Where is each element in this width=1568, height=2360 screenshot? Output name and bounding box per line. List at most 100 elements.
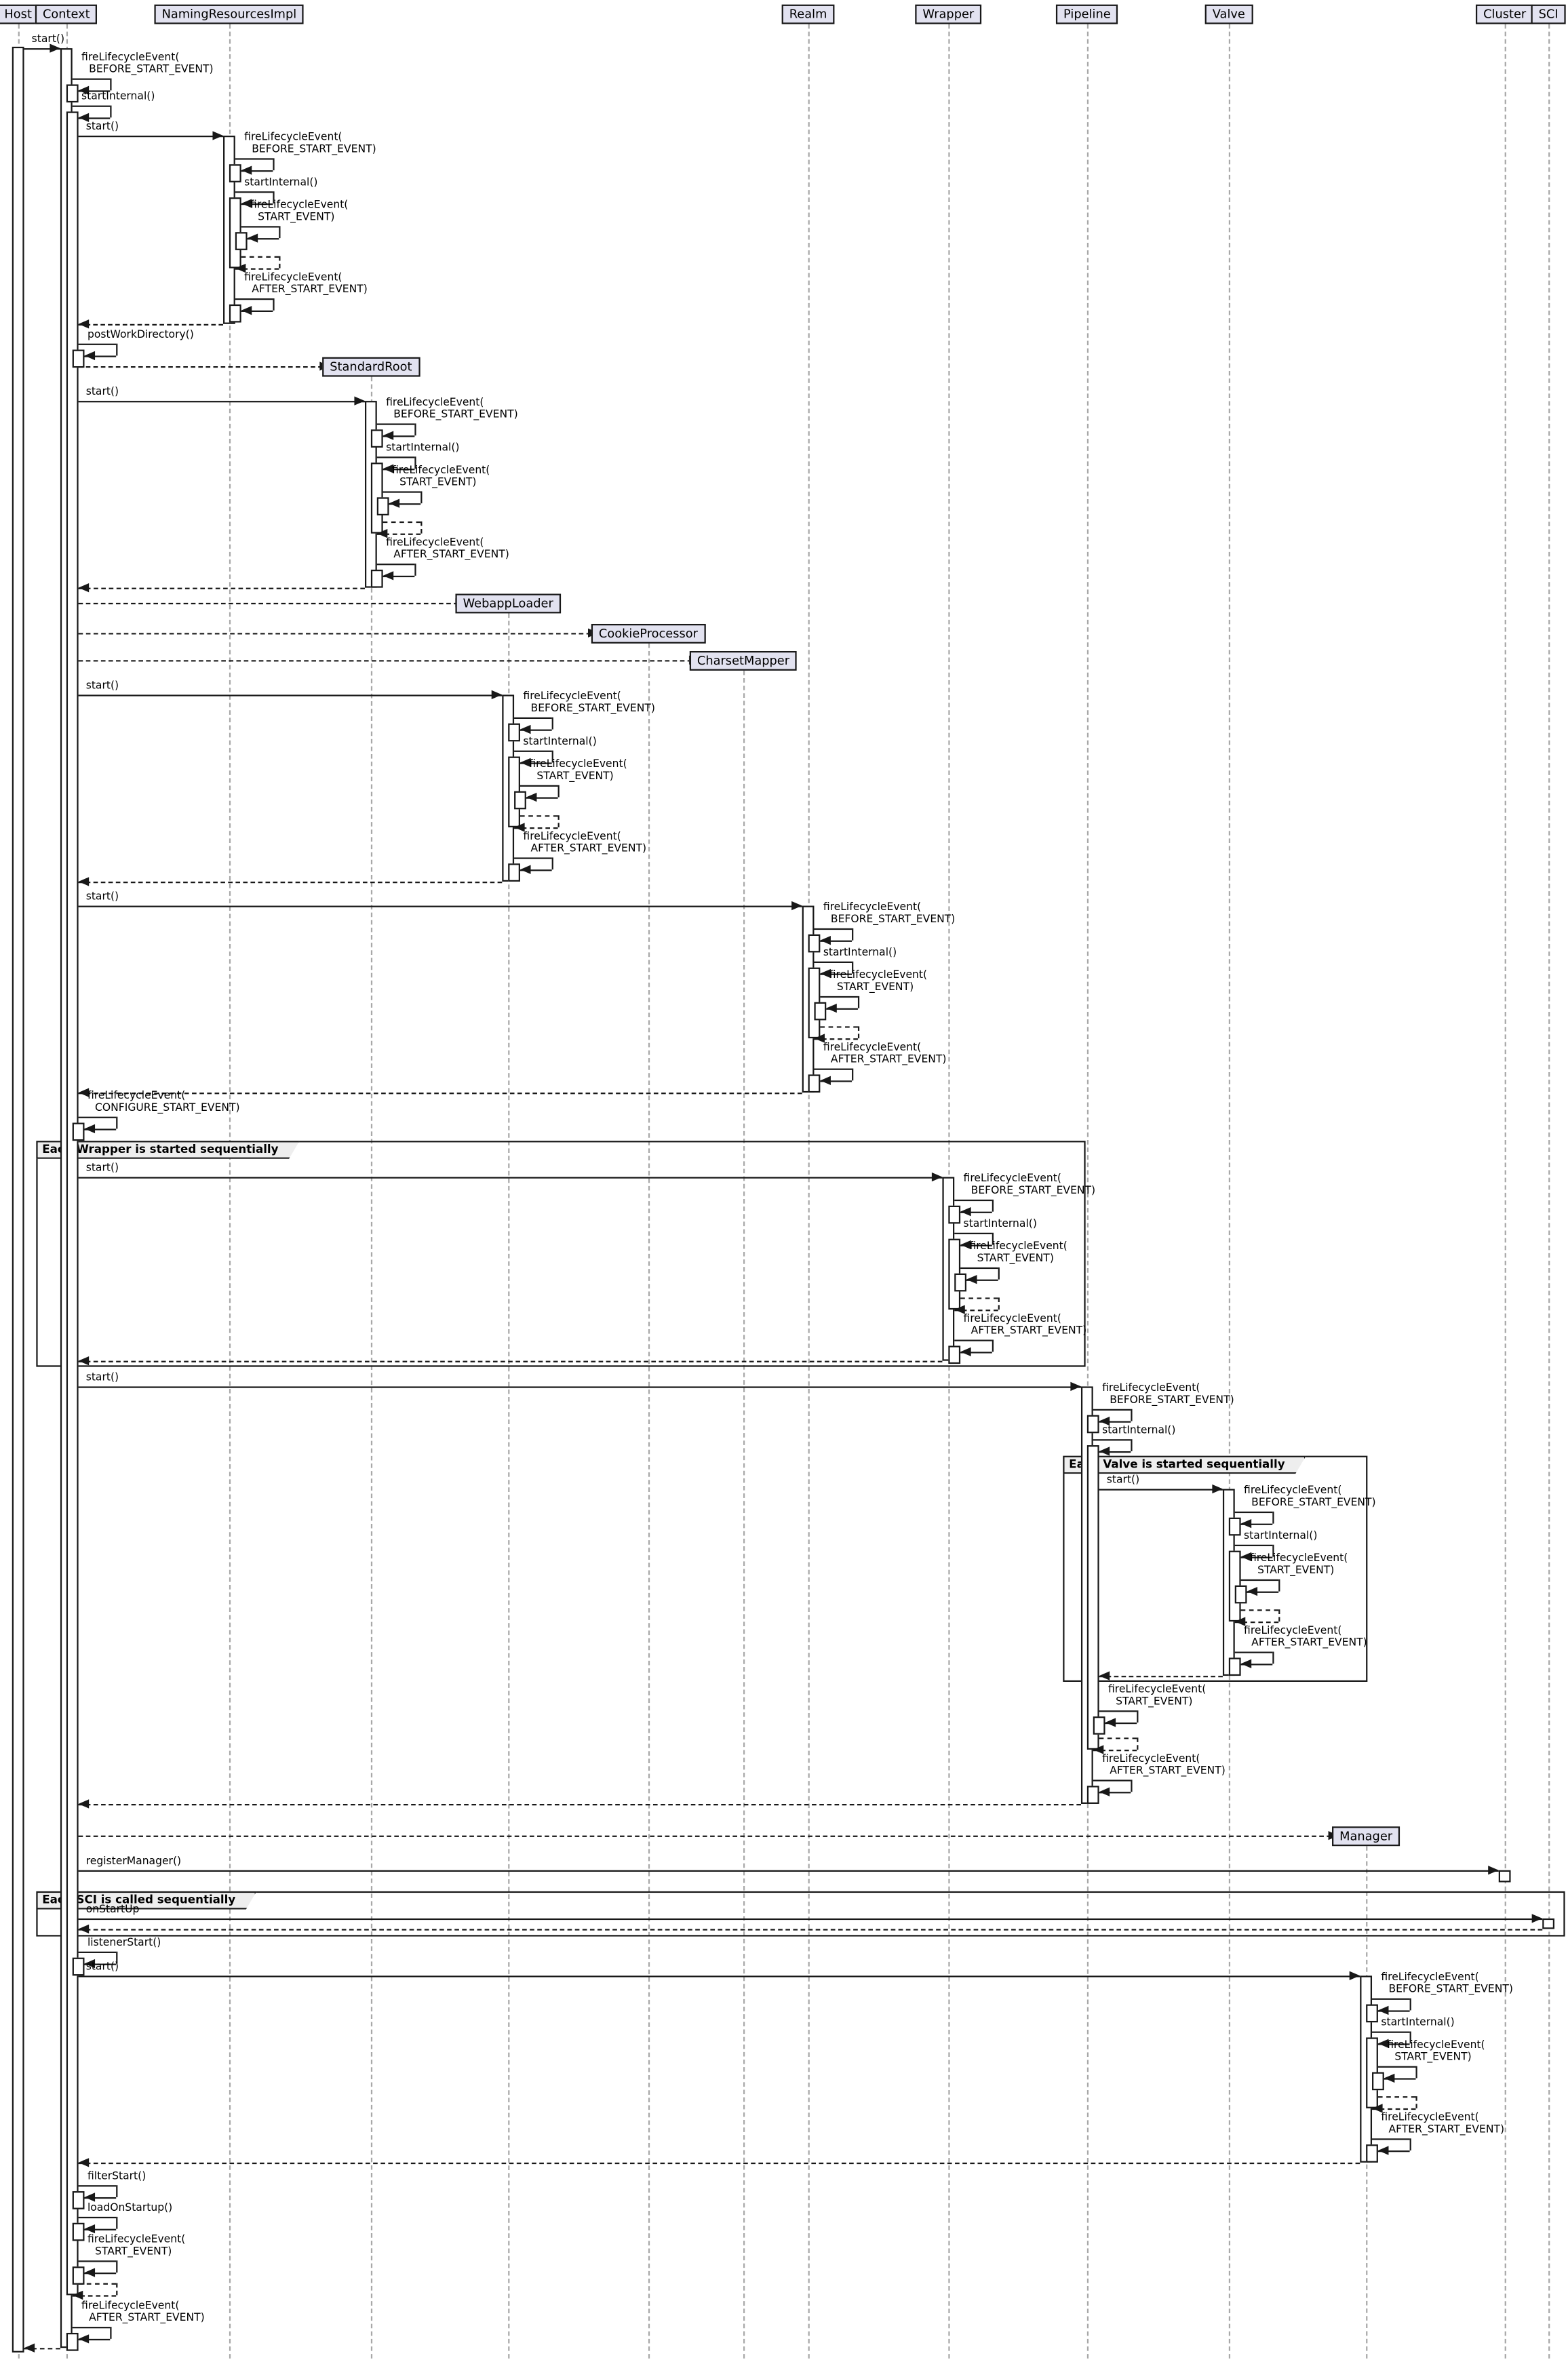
self-message-line: [116, 1116, 118, 1129]
message-label-line: START_EVENT): [1257, 1564, 1335, 1577]
self-message-line: [1131, 1779, 1133, 1792]
self-message-line: [1384, 2078, 1416, 2080]
arrowhead: [389, 498, 400, 508]
arrowhead: [24, 2343, 35, 2353]
message-label-line: fireLifecycleEvent(: [1381, 1971, 1479, 1984]
self-message-line: [998, 1297, 1000, 1310]
message-label: startInternal(): [81, 90, 155, 102]
self-message-line: [1272, 1544, 1274, 1557]
arrowhead: [241, 165, 252, 175]
self-message-line: [960, 1297, 998, 1299]
message-label-line: BEFORE_START_EVENT): [830, 913, 956, 926]
message-label-line: START_EVENT): [536, 770, 614, 783]
call-arrow: [78, 694, 503, 696]
self-message-line: [820, 996, 858, 998]
arrowhead: [1212, 1484, 1223, 1494]
self-message-line: [376, 533, 421, 535]
message-label-line: fireLifecycleEvent(: [1381, 2111, 1479, 2124]
call-arrow: [78, 1386, 1081, 1388]
message-label-line: start(): [85, 1961, 119, 1973]
self-message-line: [960, 1267, 998, 1270]
message-label: fireLifecycleEvent(AFTER_START_EVENT): [1244, 1625, 1367, 1649]
message-label-line: fireLifecycleEvent(: [523, 690, 621, 703]
self-message-line: [814, 928, 852, 930]
self-message-line: [1372, 2108, 1416, 2110]
self-message-line: [84, 1128, 117, 1130]
message-label-line: fireLifecycleEvent(: [1249, 1552, 1348, 1565]
self-message-line: [998, 1267, 1000, 1280]
self-message-line: [1131, 1409, 1133, 1421]
arrowhead: [814, 1034, 825, 1043]
participant-context: Context: [35, 4, 98, 24]
message-label: fireLifecycleEvent(AFTER_START_EVENT): [244, 271, 368, 296]
self-message-line: [116, 2216, 118, 2229]
message-label: startInternal(): [823, 947, 897, 959]
self-message-line: [235, 298, 273, 300]
activation-bar: [948, 1205, 961, 1224]
return-arrow: [78, 1929, 1543, 1931]
arrowhead: [78, 319, 90, 329]
arrowhead: [354, 396, 365, 406]
self-message-line: [1377, 2150, 1410, 2152]
self-message-line: [514, 857, 552, 859]
message-label: startInternal(): [386, 441, 459, 454]
create-arrow: [78, 660, 700, 662]
self-message-line: [235, 268, 279, 270]
self-message-line: [520, 762, 552, 764]
arrowhead: [520, 758, 531, 768]
message-label-line: fireLifecycleEvent(: [1102, 1752, 1200, 1765]
arrowhead: [1240, 1518, 1252, 1529]
message-label-line: startInternal(): [823, 946, 897, 959]
self-message-line: [84, 2197, 117, 2199]
arrowhead: [514, 823, 525, 832]
message-label-line: fireLifecycleEvent(: [244, 131, 342, 144]
message-label-line: AFTER_START_EVENT): [830, 1053, 947, 1066]
message-label-line: fireLifecycleEvent(: [386, 536, 484, 549]
arrowhead: [1099, 1447, 1110, 1456]
self-message-line: [110, 78, 112, 91]
message-label: start(): [32, 33, 64, 45]
arrowhead: [1240, 1659, 1252, 1668]
self-message-line: [389, 503, 421, 505]
message-label-line: start(): [85, 120, 119, 133]
arrowhead: [520, 724, 531, 734]
self-message-line: [992, 1232, 994, 1245]
message-label: startInternal(): [1381, 2016, 1454, 2028]
self-message-line: [1099, 1421, 1131, 1423]
self-message-line: [814, 1068, 852, 1070]
lifeline-standardroot: [370, 376, 373, 2359]
arrowhead: [1070, 1381, 1081, 1392]
message-label: startInternal(): [523, 735, 596, 747]
message-label-line: START_EVENT): [1394, 2051, 1472, 2064]
self-message-line: [520, 729, 552, 731]
activation-bar: [72, 1122, 85, 1141]
message-label-line: fireLifecycleEvent(: [1108, 1683, 1207, 1695]
self-message-line: [820, 940, 852, 942]
message-label-line: fireLifecycleEvent(: [1244, 1484, 1342, 1497]
self-message-line: [557, 815, 560, 827]
self-message-line: [72, 2327, 111, 2329]
message-label: fireLifecycleEvent(AFTER_START_EVENT): [386, 536, 509, 561]
message-label-line: BEFORE_START_EVENT): [1251, 1496, 1376, 1509]
message-label-line: start(): [1106, 1474, 1140, 1487]
arrowhead: [84, 2268, 96, 2277]
lifeline-webapploader: [508, 613, 510, 2359]
self-message-line: [960, 1244, 992, 1246]
message-label: fireLifecycleEvent(BEFORE_START_EVENT): [244, 131, 376, 155]
message-label-line: AFTER_START_EVENT): [1110, 1765, 1226, 1777]
self-message-line: [235, 158, 273, 160]
self-message-line: [857, 1026, 860, 1039]
message-label-line: startInternal(): [244, 176, 318, 189]
activation-bar: [954, 1273, 967, 1292]
self-message-line: [1234, 1511, 1273, 1514]
self-message-line: [420, 521, 423, 534]
self-message-line: [1093, 1779, 1131, 1782]
message-label-line: START_EVENT): [836, 981, 914, 994]
activation-bar: [370, 569, 383, 588]
activation-bar: [235, 232, 248, 250]
self-message-line: [1093, 1409, 1131, 1411]
activation-bar: [1498, 1870, 1511, 1883]
self-message-line: [1377, 2043, 1410, 2045]
self-message-line: [1105, 1722, 1137, 1725]
message-label: fireLifecycleEvent(BEFORE_START_EVENT): [823, 901, 956, 926]
